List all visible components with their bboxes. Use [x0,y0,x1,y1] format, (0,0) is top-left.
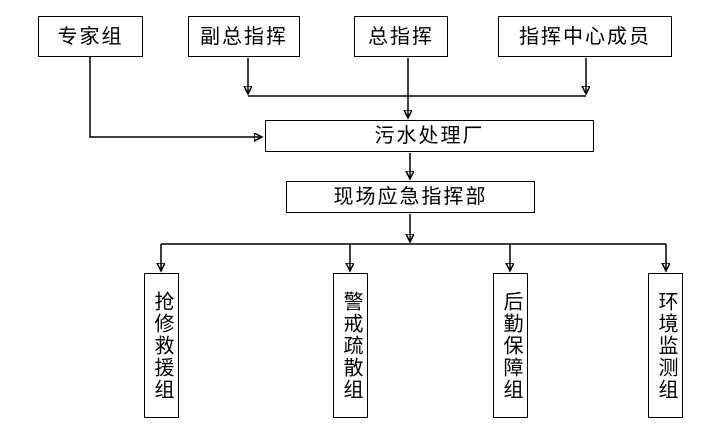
box-logistics-support-group: 后勤保障组 [493,273,528,418]
box-onsite-emergency-command: 现场应急指挥部 [286,181,535,213]
edge-expert-to-plant [89,57,262,137]
box-environmental-monitoring-group: 环境监测组 [648,273,683,418]
box-repair-rescue-group: 抢修救援组 [144,273,179,418]
box-chief-commander: 总指挥 [354,16,448,57]
box-command-center-members: 指挥中心成员 [498,16,672,57]
box-deputy-commander: 副总指挥 [188,16,300,57]
box-alert-evacuation-group: 警戒疏散组 [333,273,368,418]
box-expert-group: 专家组 [38,16,143,57]
box-sewage-treatment-plant: 污水处理厂 [265,120,594,152]
